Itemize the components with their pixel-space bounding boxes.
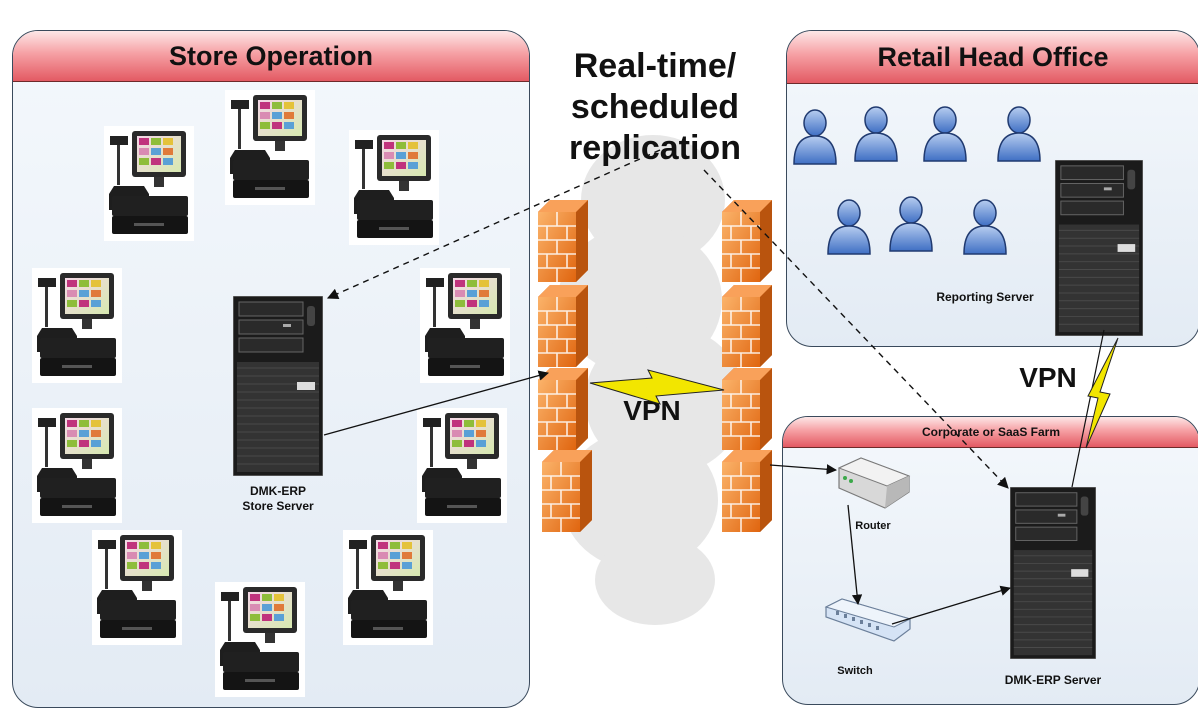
user-icon [996,105,1042,163]
firewall-icon [538,285,588,367]
server-tower-icon [233,296,323,476]
corporate-header: Corporate or SaaS Farm [783,417,1198,448]
vpn-right-label: VPN [1019,362,1077,393]
server-tower-icon [1055,160,1143,336]
corporate-title: Corporate or SaaS Farm [921,425,1061,439]
store-operation-title: Store Operation [168,41,374,71]
replication-label-line1: Real-time/ [573,47,737,85]
replication-label: Real-time/ scheduled replication [560,46,750,169]
user-icon [792,108,838,166]
pos-terminal-icon [215,582,305,697]
firewall-icon [722,200,772,282]
switch-label: Switch [837,665,873,677]
firewall-icon [538,200,588,282]
firewall-icon [538,368,588,450]
router-icon [837,457,911,509]
user-icon [826,198,872,256]
head-office-header: Retail Head Office [787,31,1198,84]
vpn-center-label: VPN [623,395,681,426]
erp-server-label: DMK-ERP Server [1004,673,1102,687]
pos-terminal-icon [420,268,510,383]
pos-terminal-icon [349,130,439,245]
store-server-label-line2: Store Server [242,499,314,513]
reporting-server-label: Reporting Server [936,290,1034,304]
pos-terminal-icon [32,268,122,383]
router-label: Router [855,520,891,532]
store-server-label-line1: DMK-ERP [250,484,306,498]
user-icon [962,198,1008,256]
user-icon [922,105,968,163]
firewall-icon [722,450,772,532]
pos-terminal-icon [92,530,182,645]
pos-terminal-icon [417,408,507,523]
head-office-title: Retail Head Office [877,42,1109,72]
store-operation-header: Store Operation [13,31,529,82]
pos-terminal-icon [104,126,194,241]
store-server-label: DMK-ERP Store Server [228,484,328,514]
pos-terminal-icon [225,90,315,205]
pos-terminal-icon [32,408,122,523]
server-tower-icon [1010,485,1096,661]
replication-label-line3: replication [569,129,741,167]
user-icon [888,195,934,253]
firewall-icon [542,450,592,532]
pos-terminal-icon [343,530,433,645]
firewall-icon [722,368,772,450]
firewall-icon [722,285,772,367]
switch-icon [824,598,912,642]
replication-label-line2: scheduled [570,88,740,126]
user-icon [853,105,899,163]
